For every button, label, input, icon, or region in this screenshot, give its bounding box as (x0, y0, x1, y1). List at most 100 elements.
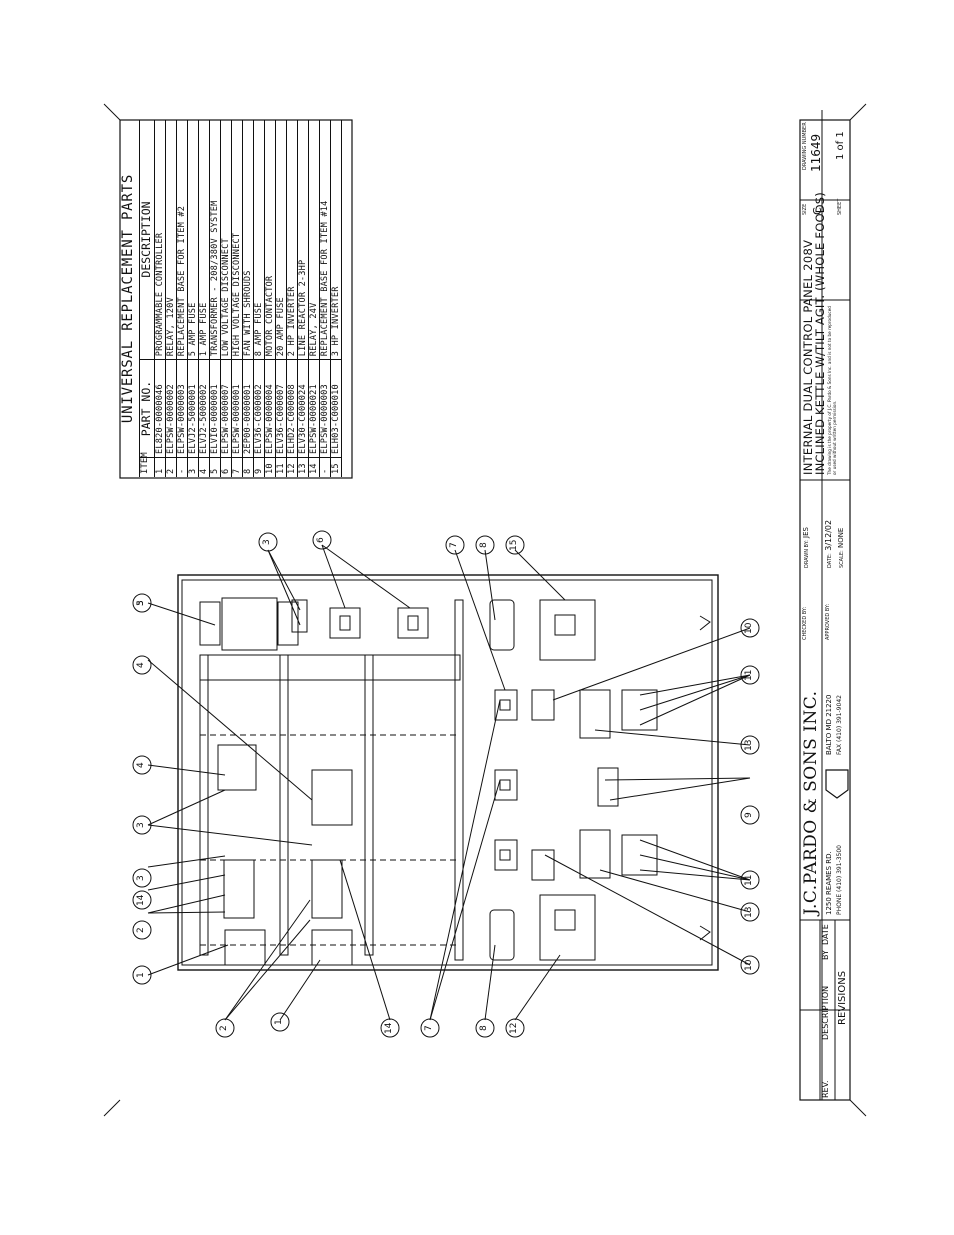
parts-cell-description: 5 AMP FUSE (188, 119, 199, 360)
parts-cell-description: FAN WITH SHROUDS (243, 119, 254, 360)
company-logo (825, 769, 849, 799)
proprietary-note: The drawing is the property of J.C. Pard… (827, 306, 837, 475)
revisions-by-label: BY (821, 950, 830, 960)
approved-by-label: APPROVED BY: (825, 603, 831, 640)
callout-8: 8 (479, 542, 489, 548)
parts-cell-item: 9 (254, 457, 265, 477)
callout-12: 12 (509, 1022, 519, 1034)
size-label: SIZE (802, 203, 808, 215)
drawing-number: 11649 (809, 133, 823, 172)
parts-cell-part-no: ELHD2-C000008 (287, 359, 298, 458)
callout-5: 5 (136, 600, 146, 606)
parts-table: UNIVERSAL REPLACEMENT PARTS ITEM PART NO… (120, 119, 342, 477)
drawn-by: DRAWN BY: JES (802, 527, 810, 568)
parts-cell-part-no: ELPSW-0000021 (309, 359, 320, 458)
parts-cell-item: 8 (243, 457, 254, 477)
parts-cell-description: 1 AMP FUSE (199, 119, 210, 360)
parts-cell-description: RELAY, 120V (166, 119, 177, 360)
revisions-title: REVISIONS (837, 970, 848, 1025)
size-value: C (811, 207, 824, 215)
callout-13: 13 (744, 739, 754, 751)
header-description: DESCRIPTION (139, 201, 153, 278)
parts-cell-part-no: ELVJ2-5000002 (199, 359, 210, 458)
parts-cell-part-no: ELPSW-0000003 (320, 359, 331, 458)
callout-2: 2 (136, 927, 146, 933)
drawing-title-line2: INCLINED KETTLE W/TILT AGIT. (WHOLE FOOD… (813, 192, 827, 475)
date: DATE: 3/12/02 (824, 519, 833, 568)
parts-cell-part-no: ELH03-C000010 (331, 359, 342, 458)
company-phone: PHONE (410) 391-3500 (836, 845, 843, 915)
callout-9: 9 (744, 812, 754, 818)
parts-cell-description: TRANSFORMER - 208/380V SYSTEM (210, 119, 221, 360)
sheet-label: SHEET (837, 198, 843, 215)
parts-cell-description: HIGH VOLTAGE DISCONNECT (232, 119, 243, 360)
callout-14: 14 (136, 894, 146, 906)
callout-3: 3 (262, 539, 272, 545)
callout-11: 11 (744, 874, 754, 886)
callout-1: 1 (274, 1019, 284, 1025)
revisions-date-label: DATE (821, 924, 830, 945)
callout-13: 13 (744, 906, 754, 918)
parts-cell-item: 14 (309, 457, 320, 477)
parts-cell-item: 6 (221, 457, 232, 477)
parts-cell-description: 2 HP INVERTER (287, 119, 298, 360)
parts-cell-item: 7 (232, 457, 243, 477)
drawing-number-label: DRAWING NUMBER (802, 122, 808, 170)
sheet-value: 1 of 1 (835, 131, 846, 160)
callout-3: 3 (136, 875, 146, 881)
callout-7: 7 (424, 1025, 434, 1031)
callout-2: 2 (219, 1025, 229, 1031)
callout-10: 10 (744, 622, 754, 634)
parts-cell-description: PROGRAMMABLE CONTROLLER (155, 119, 166, 360)
revisions-rev-label: REV. (821, 1080, 830, 1098)
parts-cell-item: 2 (166, 457, 177, 477)
callout-14: 14 (384, 1022, 394, 1034)
parts-cell-part-no: ELPSW-0000003 (177, 359, 188, 458)
parts-cell-item: - (177, 457, 188, 477)
parts-table-title: UNIVERSAL REPLACEMENT PARTS (120, 120, 140, 477)
parts-cell-part-no: ELPSW-0000002 (166, 359, 177, 458)
parts-cell-description: 8 AMP FUSE (254, 119, 265, 360)
parts-cell-description: LOW VOLTAGE DISCONNECT (221, 119, 232, 360)
parts-cell-part-no: ELPSW-0000004 (265, 359, 276, 458)
header-part-no: PART NO. (139, 359, 154, 457)
parts-cell-description: REPLACEMENT BASE FOR ITEM #14 (320, 119, 331, 360)
parts-cell-part-no: ELV36-C000007 (276, 359, 287, 458)
parts-cell-item: 4 (199, 457, 210, 477)
callout-6: 6 (316, 537, 326, 543)
parts-cell-part-no: ELPSW-0000001 (232, 359, 243, 458)
callout-10: 10 (744, 959, 754, 971)
scale: SCALE: NONE (837, 527, 845, 568)
parts-cell-part-no: ELPSW-0000007 (221, 359, 232, 458)
checked-by-label: CHECKED BY: (802, 606, 808, 640)
parts-cell-part-no: EL820-0000046 (155, 359, 166, 458)
parts-cell-part-no: ELV30-C000024 (298, 359, 309, 458)
revisions-description-label: DESCRIPTION (821, 985, 830, 1040)
parts-cell-part-no: ELVI0-0000001 (210, 359, 221, 458)
header-item: ITEM (140, 452, 154, 477)
parts-cell-item: - (320, 457, 331, 477)
parts-cell-item: 15 (331, 457, 342, 477)
parts-cell-description: REPLACEMENT BASE FOR ITEM #2 (177, 119, 188, 360)
parts-cell-description: 3 HP INVERTER (331, 119, 342, 360)
parts-cell-item: 10 (265, 457, 276, 477)
parts-cell-item: 11 (276, 457, 287, 477)
parts-cell-item: 12 (287, 457, 298, 477)
callout-11: 11 (744, 669, 754, 681)
